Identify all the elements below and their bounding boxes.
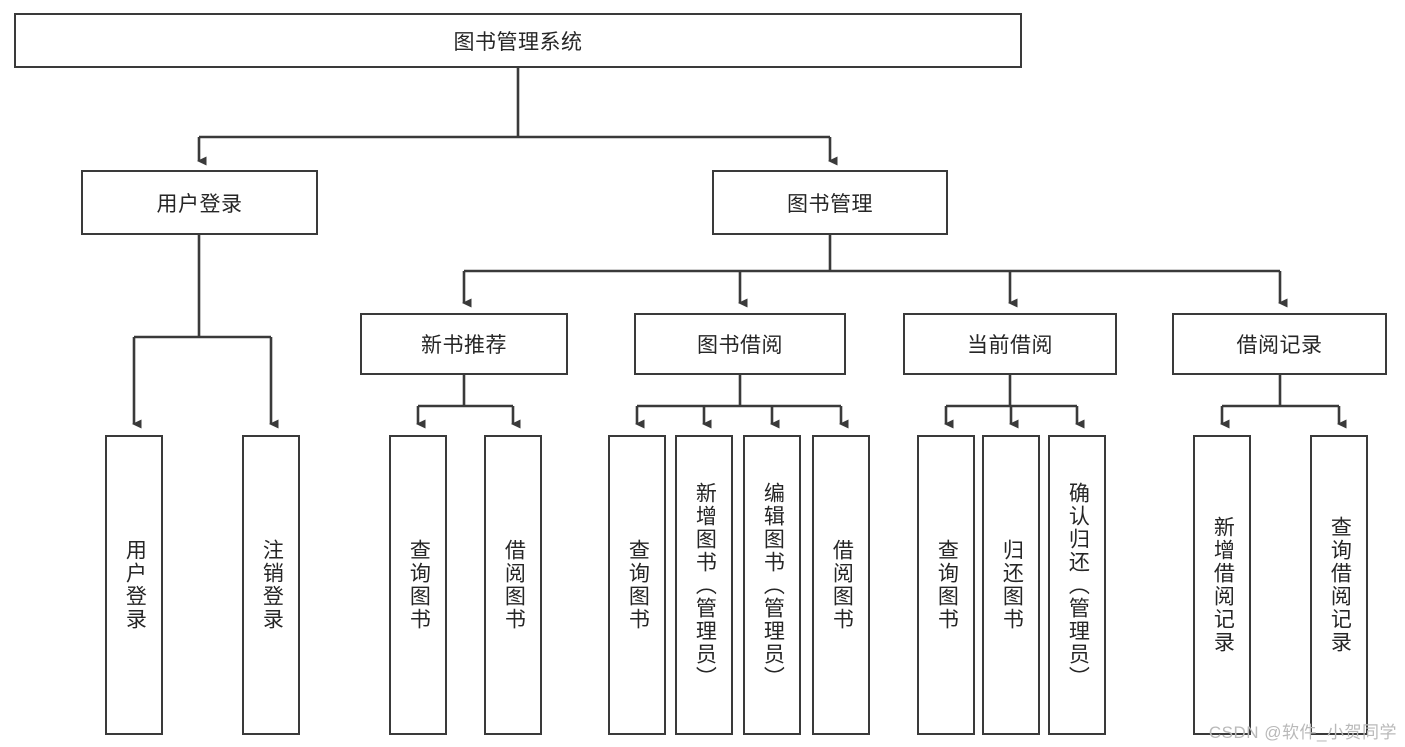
node-label: 查询图书 <box>935 539 959 631</box>
leaf-current-return-book[interactable]: 归还图书 <box>982 435 1040 735</box>
leaf-user-login-signout[interactable]: 注销登录 <box>242 435 300 735</box>
node-label: 当前借阅 <box>967 334 1053 357</box>
watermark-text: CSDN @软件_小贺同学 <box>1208 723 1397 742</box>
leaf-record-query-record[interactable]: 查询借阅记录 <box>1310 435 1368 735</box>
node-user-login[interactable]: 用户登录 <box>81 170 318 235</box>
node-label: 查询图书 <box>626 539 650 631</box>
leaf-borrow-edit-book[interactable]: 编辑图书（管理员） <box>743 435 801 735</box>
node-label: 新增借阅记录 <box>1211 516 1235 654</box>
node-book-management[interactable]: 图书管理 <box>712 170 948 235</box>
node-label: 图书管理 <box>787 192 873 216</box>
leaf-borrow-query-book[interactable]: 查询图书 <box>608 435 666 735</box>
node-label: 注销登录 <box>260 539 284 631</box>
node-label: 查询借阅记录 <box>1328 516 1352 654</box>
node-root-system[interactable]: 图书管理系统 <box>14 13 1022 68</box>
leaf-recommend-borrow-book[interactable]: 借阅图书 <box>484 435 542 735</box>
node-new-book-recommend[interactable]: 新书推荐 <box>360 313 568 375</box>
leaf-user-login-signin[interactable]: 用户登录 <box>105 435 163 735</box>
node-label: 图书管理系统 <box>453 30 583 54</box>
node-book-borrow[interactable]: 图书借阅 <box>634 313 846 375</box>
node-borrow-record[interactable]: 借阅记录 <box>1172 313 1387 375</box>
node-label: 用户登录 <box>123 539 147 631</box>
node-label: 新书推荐 <box>421 334 507 357</box>
leaf-borrow-add-book[interactable]: 新增图书（管理员） <box>675 435 733 735</box>
node-label: 归还图书 <box>1000 539 1024 631</box>
leaf-current-confirm-return[interactable]: 确认归还（管理员） <box>1048 435 1106 735</box>
node-label: 借阅图书 <box>502 539 526 631</box>
leaf-recommend-query-book[interactable]: 查询图书 <box>389 435 447 735</box>
leaf-current-query-book[interactable]: 查询图书 <box>917 435 975 735</box>
node-label: 借阅记录 <box>1236 334 1323 357</box>
node-label: 图书借阅 <box>697 334 783 357</box>
node-label: 用户登录 <box>156 192 243 216</box>
node-label: 编辑图书（管理员） <box>761 481 785 689</box>
node-label: 借阅图书 <box>830 539 854 631</box>
leaf-borrow-borrow-book[interactable]: 借阅图书 <box>812 435 870 735</box>
node-label: 新增图书（管理员） <box>693 481 717 689</box>
node-label: 查询图书 <box>407 539 431 631</box>
node-label: 确认归还（管理员） <box>1066 481 1090 689</box>
leaf-record-add-record[interactable]: 新增借阅记录 <box>1193 435 1251 735</box>
node-current-borrow[interactable]: 当前借阅 <box>903 313 1117 375</box>
